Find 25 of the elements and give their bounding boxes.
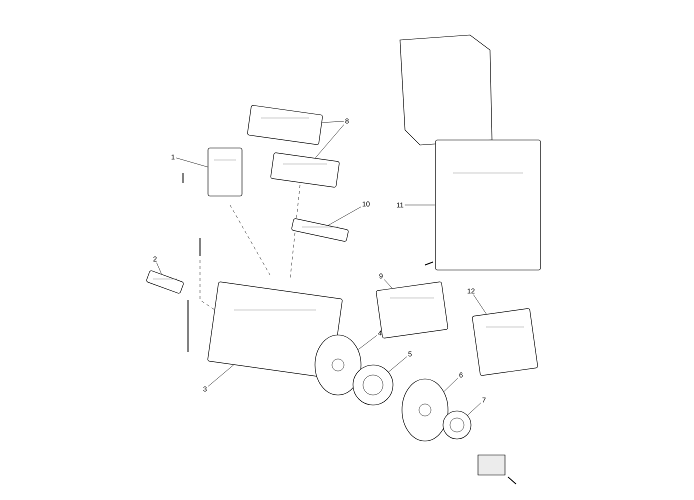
leader-line: [315, 124, 344, 158]
leader-line: [156, 262, 162, 274]
cover-drawing: [247, 105, 323, 145]
leader-line: [208, 364, 234, 387]
gear-drawing: [352, 364, 394, 406]
leader-line: [176, 158, 208, 168]
leader-line: [444, 378, 458, 392]
pinion-drawing: [442, 410, 472, 440]
panel-drawing: [472, 308, 538, 376]
leader-line: [384, 279, 392, 288]
leader-line: [322, 121, 344, 123]
circuit-board-drawing: [270, 152, 340, 188]
bracket-drawing: [146, 270, 184, 294]
leader-line: [473, 294, 487, 314]
leader-line: [358, 335, 378, 350]
motor-drawing: [208, 148, 242, 196]
bracket-drawing: [291, 218, 349, 242]
gasket-drawing: [314, 334, 362, 396]
leader-line: [467, 402, 482, 416]
housing-drawing: [208, 282, 342, 378]
leader-line: [388, 356, 408, 372]
leader-line: [404, 204, 436, 206]
leader-line: [328, 206, 362, 226]
cover-drawing: [435, 140, 541, 270]
panel-drawing: [376, 282, 448, 338]
